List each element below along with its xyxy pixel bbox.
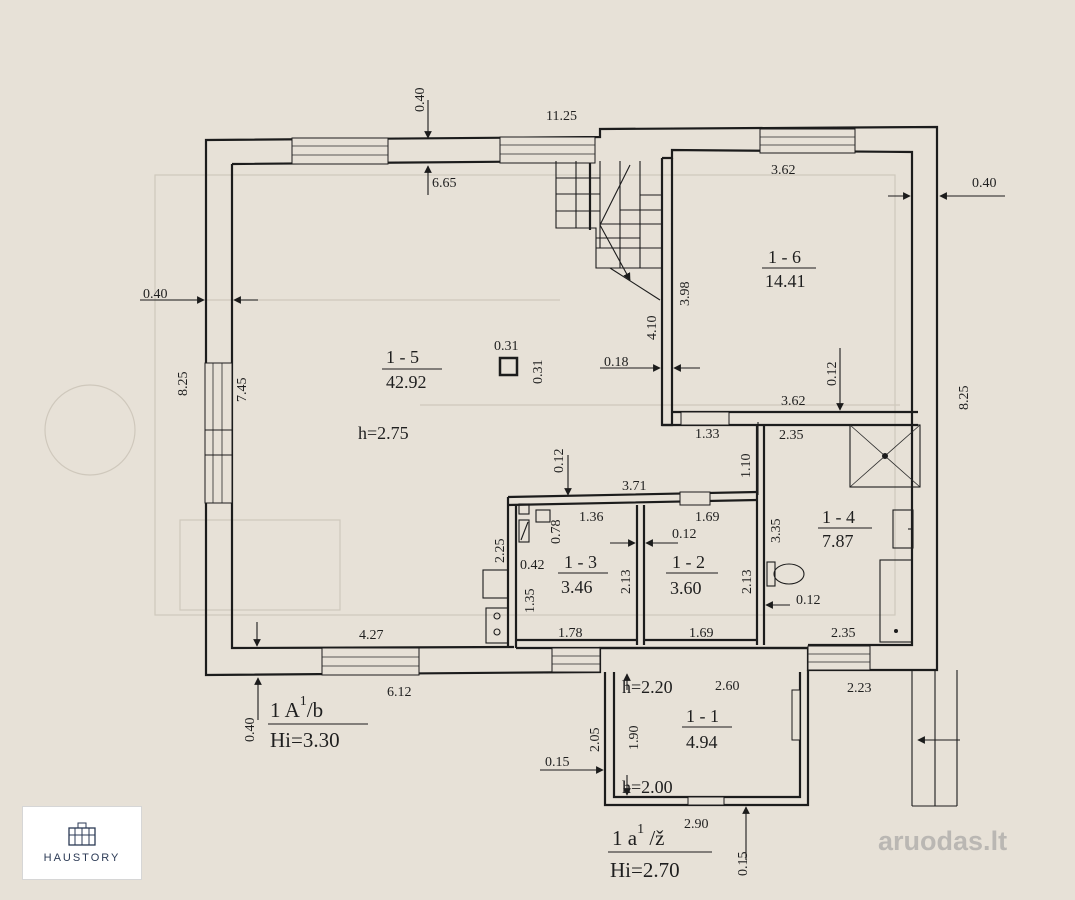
building-logo-icon xyxy=(68,822,96,846)
main-building-code: 1 A1/b xyxy=(270,694,323,722)
room-1-1-id: 1 - 1 xyxy=(686,706,719,726)
dim-r16-height: 3.98 xyxy=(678,282,693,307)
faint-background-lines xyxy=(44,174,900,616)
kitchen-fixtures-icon xyxy=(482,503,551,644)
dim-top-inner: 6.65 xyxy=(432,176,457,191)
room-1-6-id: 1 - 6 xyxy=(768,247,801,267)
dim-seg-213-a: 2.13 xyxy=(619,570,634,595)
column-icon xyxy=(498,356,519,377)
haustory-logo-text: HAUSTORY xyxy=(43,852,121,864)
haustory-logo: HAUSTORY xyxy=(22,806,142,880)
dim-r16-width-bottom: 3.62 xyxy=(781,394,806,409)
dim-seg-427: 4.27 xyxy=(359,628,384,643)
dim-seg-135: 1.35 xyxy=(523,589,538,614)
dimension-lines xyxy=(140,100,1005,860)
room-1-4-area: 7.87 xyxy=(822,531,854,551)
room-1-1-height-top: h=2.20 xyxy=(622,677,673,697)
dim-seg-169-bottom: 1.69 xyxy=(689,626,714,641)
dim-seg-133: 1.33 xyxy=(695,427,720,442)
annex-height: Hi=2.70 xyxy=(610,858,680,882)
annex-code: 1 a1 /ž xyxy=(612,822,664,850)
windows xyxy=(204,128,871,806)
room-labels: 1 - 5 42.92 h=2.75 1 - 6 14.41 1 - 4 7.8… xyxy=(358,247,872,797)
dim-seg-223: 2.23 xyxy=(847,681,872,696)
dim-col-a: 0.31 xyxy=(494,339,519,354)
dim-seg-235-bottom: 2.35 xyxy=(831,626,856,641)
room-1-1-height-bottom: h=2.00 xyxy=(622,777,673,797)
room-1-5-area: 42.92 xyxy=(386,372,427,392)
dim-r16-wall-bottom: 0.12 xyxy=(825,362,840,387)
dim-left-inner: 7.45 xyxy=(235,378,250,403)
dim-seg-205: 2.05 xyxy=(588,728,603,753)
dim-top-wall: 0.40 xyxy=(413,88,428,113)
room-1-3-area: 3.46 xyxy=(561,577,593,597)
shower-icon xyxy=(849,424,921,488)
dim-seg-042: 0.42 xyxy=(520,558,545,573)
dim-seg-260: 2.60 xyxy=(715,679,740,694)
dim-seg-078: 0.78 xyxy=(549,520,564,545)
dim-seg-169-top: 1.69 xyxy=(695,510,720,525)
dim-partition-018: 0.18 xyxy=(604,355,629,370)
dim-wall-012-a: 0.12 xyxy=(552,449,567,474)
room-1-6-area: 14.41 xyxy=(765,271,806,291)
dim-seg-225: 2.25 xyxy=(493,539,508,564)
dim-seg-371: 3.71 xyxy=(622,479,647,494)
dim-seg-110: 1.10 xyxy=(739,454,754,479)
dim-seg-136: 1.36 xyxy=(579,510,604,525)
entrance-steps xyxy=(911,670,960,807)
dim-seg-190: 1.90 xyxy=(627,726,642,751)
dim-top-total: 11.25 xyxy=(546,109,577,124)
room-1-4-id: 1 - 4 xyxy=(822,507,855,527)
aruodas-watermark: aruodas.lt xyxy=(878,826,1008,856)
dim-seg-290: 2.90 xyxy=(684,817,709,832)
room-1-5-height: h=2.75 xyxy=(358,423,409,443)
dim-left-total: 8.25 xyxy=(176,372,191,397)
dimension-labels: 11.25 0.40 6.65 0.40 0.40 8.25 7.45 8.25… xyxy=(143,88,997,877)
dim-seg-213-b: 2.13 xyxy=(740,570,755,595)
interior-walls xyxy=(506,158,918,650)
dim-seg-335: 3.35 xyxy=(769,519,784,544)
dim-right-total: 8.25 xyxy=(957,386,972,411)
dim-seg-235-top: 2.35 xyxy=(779,428,804,443)
dim-left-wall: 0.40 xyxy=(143,287,168,302)
dim-stair: 4.10 xyxy=(645,316,660,341)
dim-wall-012-c: 0.12 xyxy=(672,527,697,542)
dim-bottom-wall: 0.40 xyxy=(243,718,258,743)
main-building-height: Hi=3.30 xyxy=(270,728,340,752)
room-1-2-id: 1 - 2 xyxy=(672,552,705,572)
bathtub-icon xyxy=(879,559,913,643)
dim-seg-015-bottom: 0.15 xyxy=(736,852,751,877)
staircase xyxy=(555,161,662,301)
room-1-2-area: 3.60 xyxy=(670,578,702,598)
room-1-3-id: 1 - 3 xyxy=(564,552,597,572)
room-1-1-area: 4.94 xyxy=(686,732,718,752)
dim-seg-015-left: 0.15 xyxy=(545,755,570,770)
dim-col-b: 0.31 xyxy=(531,360,546,385)
dim-wall-012-b: 0.12 xyxy=(796,593,821,608)
sink-icon xyxy=(892,509,914,549)
dim-seg-178: 1.78 xyxy=(558,626,583,641)
building-legend: 1 A1/b Hi=3.30 1 a1 /ž Hi=2.70 xyxy=(268,694,712,882)
dim-right-wall: 0.40 xyxy=(972,176,997,191)
dim-seg-612: 6.12 xyxy=(387,685,412,700)
toilet-icon xyxy=(766,561,805,587)
dim-r16-width-top: 3.62 xyxy=(771,163,796,178)
room-1-5-id: 1 - 5 xyxy=(386,347,419,367)
